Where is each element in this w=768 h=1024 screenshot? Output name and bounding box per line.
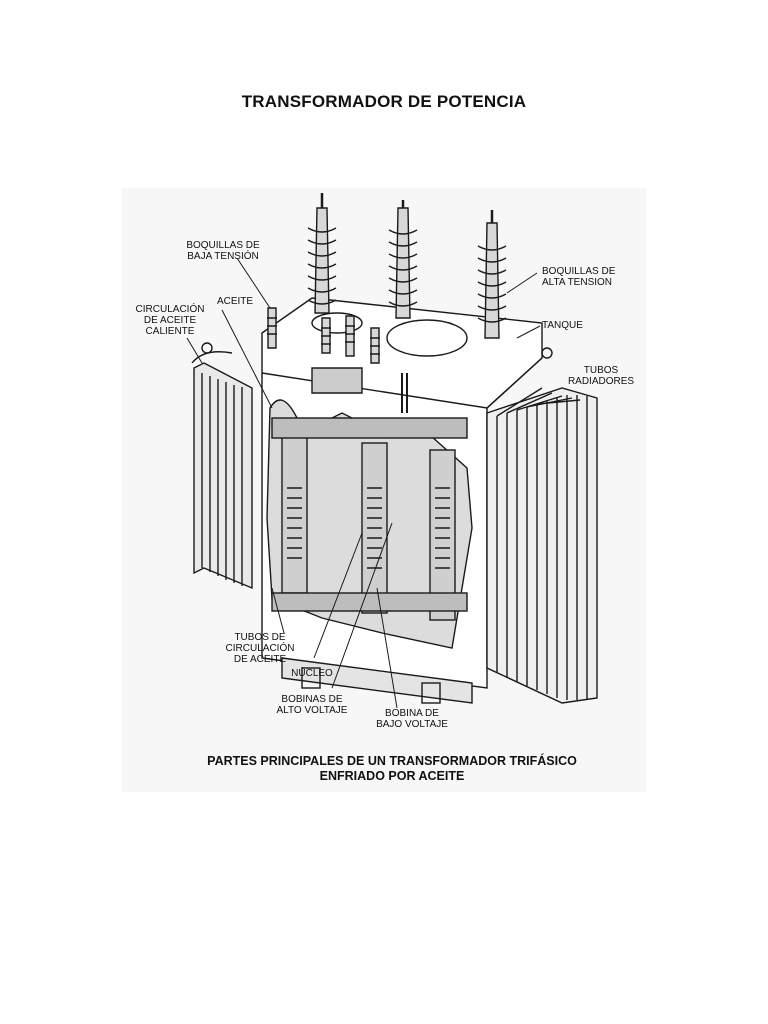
label-tanque: TANQUE <box>542 320 583 331</box>
label-nucleo: NÚCLEO <box>291 668 333 679</box>
page-title: TRANSFORMADOR DE POTENCIA <box>241 92 527 111</box>
transformer-illustration <box>186 193 598 709</box>
label-boquillas-baja-tension: BOQUILLAS DE BAJA TENSIÓN <box>186 240 260 262</box>
label-bobina-bajo-voltaje: BOBINA DE BAJO VOLTAJE <box>376 708 448 730</box>
label-tubos-radiadores: TUBOS RADIADORES <box>567 365 635 387</box>
transformer-figure: BOQUILLAS DE BAJA TENSIÓN ACEITE CIRCULA… <box>122 188 646 792</box>
leader-lines <box>186 257 541 709</box>
figure-caption: PARTES PRINCIPALES DE UN TRANSFORMADOR T… <box>182 754 602 784</box>
cutaway-core <box>266 367 473 649</box>
caption-line-1: PARTES PRINCIPALES DE UN TRANSFORMADOR T… <box>207 754 577 768</box>
base <box>281 657 473 704</box>
caption-line-2: ENFRIADO POR ACEITE <box>319 769 465 783</box>
label-circulacion-aceite-caliente: CIRCULACIÓN DE ACEITE CALIENTE <box>135 304 205 337</box>
left-radiator <box>191 351 253 590</box>
label-bobinas-alto-voltaje: BOBINAS DE ALTO VOLTAJE <box>276 694 348 716</box>
low-voltage-bushings <box>267 307 380 364</box>
label-tubos-circulacion-aceite: TUBOS DE CIRCULACIÓN DE ACEITE <box>225 632 295 665</box>
label-aceite: ACEITE <box>216 296 254 307</box>
high-voltage-bushings <box>307 193 507 339</box>
label-boquillas-alta-tension: BOQUILLAS DE ALTA TENSION <box>542 266 616 288</box>
right-radiator <box>486 387 598 704</box>
